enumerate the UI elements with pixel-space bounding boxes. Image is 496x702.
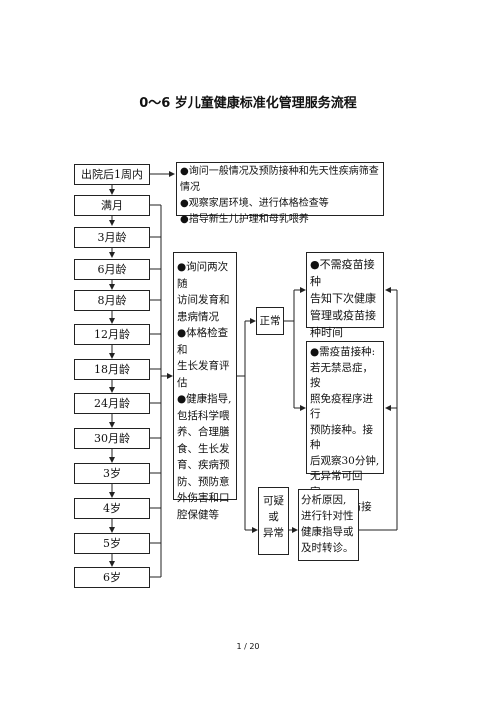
followup-box: ●询问两次随 访间发育和 患病情况 ●体格检查和 生长发育评 估 ●健康指导, … (173, 252, 237, 521)
analysis-box: 分析原因, 进行针对性 健康指导或 及时转诊。 (298, 489, 359, 561)
age-box-4: 6月龄 (74, 259, 150, 280)
age-box-8: 24月龄 (74, 393, 150, 414)
age-box-10: 3岁 (74, 463, 150, 484)
age-box-11: 4岁 (74, 498, 150, 519)
no-vaccine-text: ●不需疫苗接种 告知下次健康 管理或疫苗接 种时间 (310, 258, 376, 339)
abnormal-label: 可疑 或 异常 (263, 495, 284, 539)
newborn-info-box: ●询问一般情况及预防接种和先天性疾病筛查情况 ●观察家居环境、进行体格检查等 ●… (176, 162, 384, 225)
followup-text: ●询问两次随 访间发育和 患病情况 ●体格检查和 生长发育评 估 ●健康指导, … (177, 261, 232, 521)
age-box-2: 满月 (74, 195, 150, 216)
newborn-info-line-1: ●询问一般情况及预防接种和先天性疾病筛查情况 (180, 166, 379, 193)
age-box-1: 出院后1周内 (74, 164, 150, 185)
age-box-6: 12月龄 (74, 324, 150, 345)
age-box-12: 5岁 (74, 533, 150, 554)
normal-label-box: 正常 (256, 307, 284, 335)
vaccine-box: ●需疫苗接种: 若无禁忌症，按 照免疫程序进行 预防接种。接种 后观察30分钟,… (306, 341, 384, 544)
page-title: 0～6 岁儿童健康标准化管理服务流程 (139, 96, 357, 111)
newborn-info-line-3: ●指导新生儿护理和母乳喂养 (180, 214, 309, 225)
age-box-9: 30月龄 (74, 428, 150, 449)
age-box-7: 18月龄 (74, 359, 150, 380)
no-vaccine-box: ●不需疫苗接种 告知下次健康 管理或疫苗接 种时间 (306, 252, 384, 339)
abnormal-label-box: 可疑 或 异常 (258, 487, 289, 555)
normal-label: 正常 (259, 315, 281, 327)
age-box-5: 8月龄 (74, 290, 150, 311)
analysis-text: 分析原因, 进行针对性 健康指导或 及时转诊。 (301, 494, 354, 554)
page-footer: 1 / 20 (236, 642, 260, 651)
newborn-info-line-2: ●观察家居环境、进行体格检查等 (180, 198, 329, 209)
age-box-13: 6岁 (74, 567, 150, 588)
age-box-3: 3月龄 (74, 227, 150, 248)
